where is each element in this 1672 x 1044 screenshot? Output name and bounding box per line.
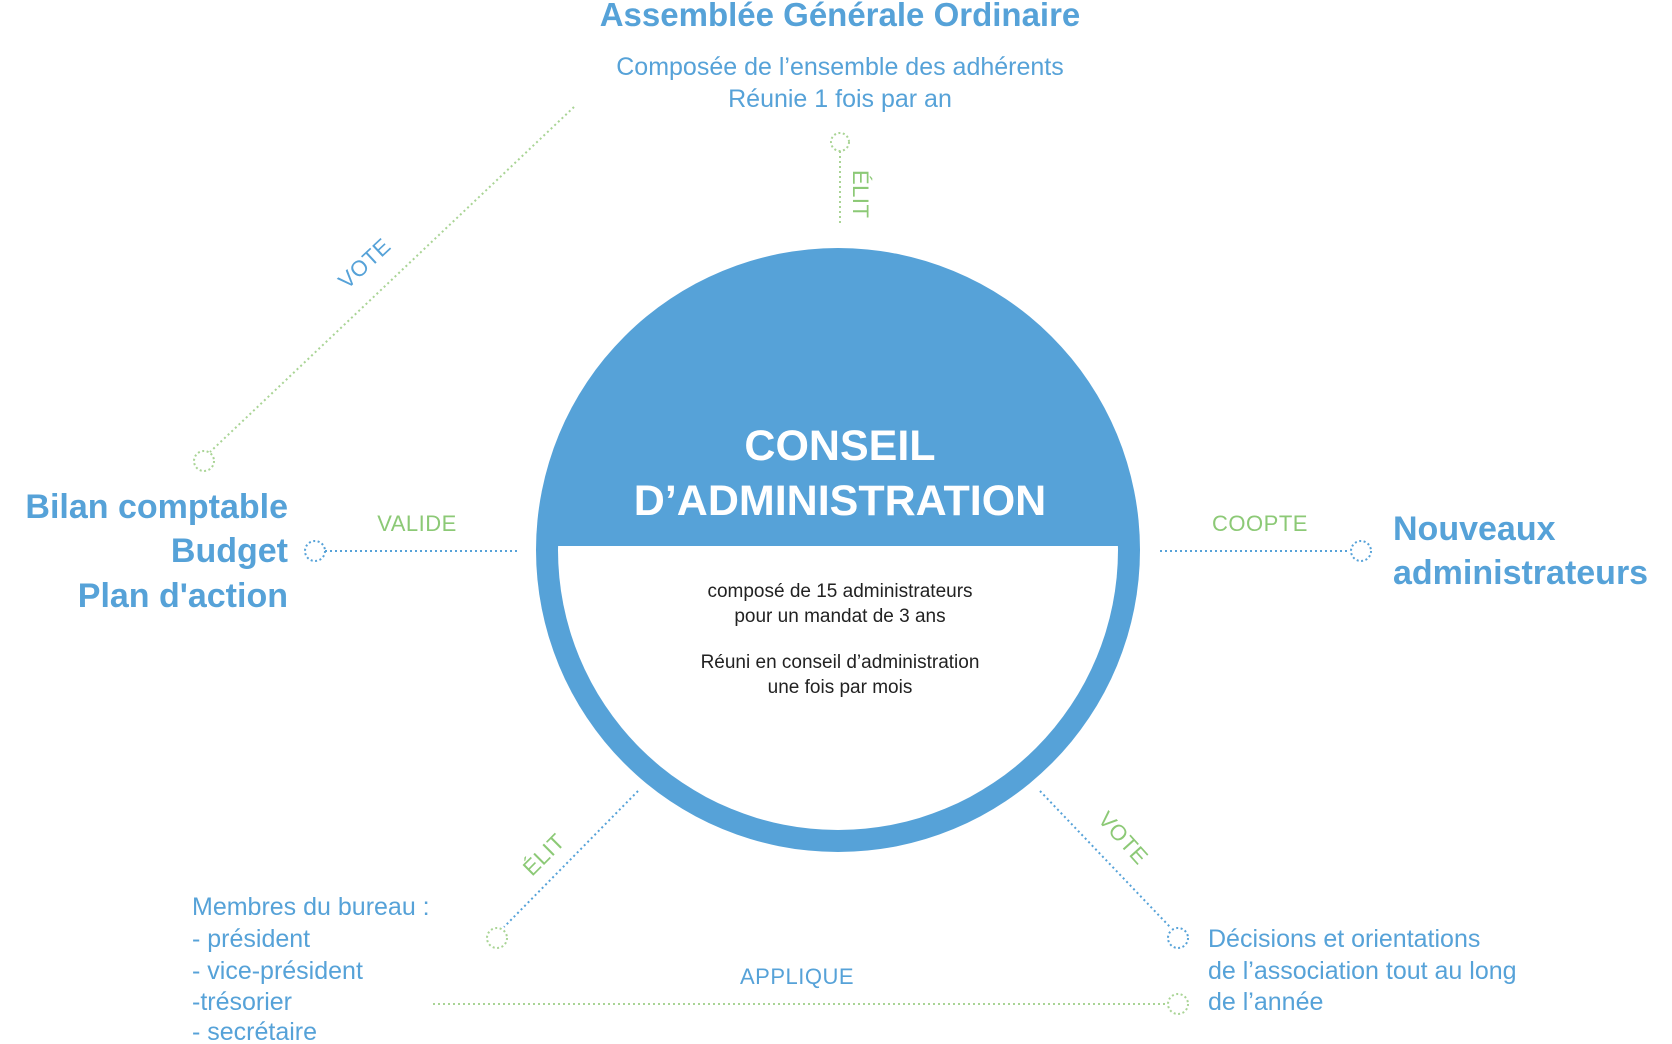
bilan-line: Budget — [171, 532, 288, 570]
center-body-line: Réuni en conseil d’administration — [701, 652, 980, 673]
connector-line — [1039, 790, 1171, 928]
center-title-line1: CONSEIL — [744, 422, 935, 470]
assemblee-generale-node: Assemblée Générale Ordinaire Composée de… — [600, 0, 1081, 113]
edge-coopte: COOPTE — [1160, 511, 1372, 562]
bureau-line: Membres du bureau : — [192, 893, 430, 921]
edge-vote-left: VOTE — [193, 106, 575, 472]
bureau-line: - vice-président — [192, 957, 363, 985]
edge-label-valide: VALIDE — [377, 511, 457, 536]
membres-bureau-node: Membres du bureau : - président - vice-p… — [192, 893, 430, 1044]
conseil-administration-node: CONSEIL D’ADMINISTRATION composé de 15 a… — [536, 248, 1140, 852]
decisions-line: de l’association tout au long — [1208, 957, 1517, 985]
center-body-line: pour un mandat de 3 ans — [734, 606, 945, 627]
nouveaux-administrateurs-node: Nouveaux administrateurs — [1393, 510, 1648, 592]
edge-label-applique: APPLIQUE — [740, 964, 854, 989]
edge-label-vote-right: VOTE — [1093, 807, 1153, 870]
connector-dot — [1167, 927, 1189, 949]
edge-applique: APPLIQUE — [433, 964, 1189, 1015]
assemblee-line: Réunie 1 fois par an — [728, 85, 952, 113]
decisions-line: de l’année — [1208, 988, 1323, 1016]
nouveaux-line: Nouveaux — [1393, 510, 1556, 548]
connector-dot — [1167, 993, 1189, 1015]
bureau-line: - président — [192, 925, 310, 953]
edge-elit-bottom: ÉLIT — [486, 790, 639, 949]
connector-line — [209, 106, 575, 453]
assemblee-line: Composée de l’ensemble des adhérents — [616, 53, 1064, 81]
bilan-node: Bilan comptable Budget Plan d'action — [25, 488, 288, 615]
connector-dot — [1350, 540, 1372, 562]
edge-label-vote-left: VOTE — [333, 233, 395, 294]
center-body-line: composé de 15 administrateurs — [707, 581, 972, 602]
center-body-line: une fois par mois — [768, 677, 913, 698]
connector-dot — [830, 132, 850, 152]
center-title-line2: D’ADMINISTRATION — [634, 477, 1046, 525]
connector-dot — [193, 450, 215, 472]
decisions-line: Décisions et orientations — [1208, 925, 1480, 953]
edge-elit-top: ÉLIT — [830, 132, 873, 226]
bureau-line: -trésorier — [192, 988, 292, 1016]
bilan-line: Bilan comptable — [25, 488, 288, 526]
connector-dot — [486, 927, 508, 949]
edge-valide: VALIDE — [304, 511, 520, 562]
bureau-line: - secrétaire — [192, 1018, 317, 1044]
connector-line — [503, 790, 639, 928]
bilan-line: Plan d'action — [78, 577, 288, 615]
edge-vote-right: VOTE — [1039, 790, 1189, 949]
assemblee-title: Assemblée Générale Ordinaire — [600, 0, 1081, 33]
edge-label-elit-top: ÉLIT — [848, 170, 873, 218]
connector-dot — [304, 540, 326, 562]
decisions-node: Décisions et orientations de l’associati… — [1208, 925, 1517, 1016]
edge-label-coopte: COOPTE — [1212, 511, 1308, 536]
edge-label-elit-bottom: ÉLIT — [518, 829, 570, 881]
nouveaux-line: administrateurs — [1393, 554, 1648, 592]
